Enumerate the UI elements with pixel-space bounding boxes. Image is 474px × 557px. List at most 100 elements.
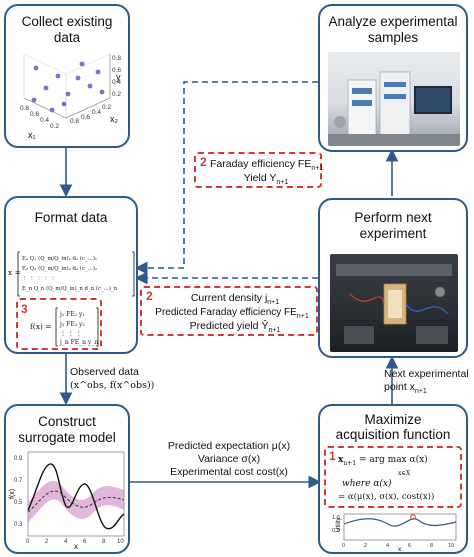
svg-text:0.3: 0.3	[14, 522, 23, 528]
predicted-expectation-label: Predicted expectation μ(x) Variance σ(x)…	[167, 440, 291, 478]
y-tick: 0.8	[112, 55, 121, 62]
svg-text:E₁ Q₁ (Q_m/Q_in)₁ d₁ (c_...)₁: E₁ Q₁ (Q_m/Q_in)₁ d₁ (c_...)₁	[22, 255, 97, 262]
acquisition-equation-line3: = α(μ(x), σ(x), cost(x))	[338, 492, 435, 502]
acquisition-equation-line1: xn+1 = arg max α(x)	[338, 455, 428, 467]
svg-text:x: x	[398, 546, 402, 552]
construct-title-line2: surrogate model	[18, 430, 116, 445]
acquisition-equation-line2: where α(x)	[342, 479, 392, 489]
collect-data-box: Collect existing data y 0.8 0.6 0.4 0.2	[4, 4, 130, 148]
analyze-title-line2: samples	[367, 30, 419, 45]
svg-text:8: 8	[430, 543, 433, 549]
svg-text:0.5: 0.5	[14, 500, 23, 506]
data-point	[65, 91, 71, 97]
data-point	[49, 107, 55, 113]
x2-tick: 0.4	[92, 109, 101, 116]
perform-experiment-box: Perform next experiment	[318, 198, 468, 358]
analyze-samples-box: Analyze experimental samples	[318, 4, 468, 152]
faraday-badge-2: 2	[200, 155, 207, 169]
surrogate-xlabel: x	[74, 542, 78, 551]
svg-text:10: 10	[117, 539, 124, 545]
svg-text:6: 6	[83, 539, 87, 545]
svg-text:0.9: 0.9	[14, 456, 23, 462]
axis-label-x2: x₂	[110, 114, 119, 124]
y-tick: 0.2	[112, 91, 121, 98]
uncertainty-band	[28, 480, 124, 522]
predicted-badge-2: 2	[146, 289, 153, 303]
electrochemical-setup-photo	[330, 254, 458, 352]
perform-title-line2: experiment	[359, 226, 427, 241]
svg-text:6: 6	[408, 543, 411, 549]
svg-text:j₁ FE₁ y₁: j₁ FE₁ y₁	[59, 311, 85, 318]
svg-text:E_n Q_n (Q_m/Q_in)_n d_n (c_..: E_n Q_n (Q_m/Q_in)_n d_n (c_...)_n	[22, 285, 118, 292]
data-point	[61, 101, 67, 107]
svg-text:⋮ ⋮ ⋮ ⋮ ⋮: ⋮ ⋮ ⋮ ⋮ ⋮	[22, 276, 56, 282]
utility-label: Utility	[336, 517, 342, 532]
svg-text:0: 0	[26, 539, 30, 545]
svg-text:f(x) =: f(x) =	[30, 322, 52, 331]
y-tick: 0.6	[112, 67, 121, 74]
mean-prediction-line	[27, 490, 125, 513]
maximize-badge-1: 1	[329, 449, 336, 463]
svg-text:E₂ Q₂ (Q_m/Q_in)₂ d₂ (c_...)₂: E₂ Q₂ (Q_m/Q_in)₂ d₂ (c_...)₂	[22, 265, 97, 272]
svg-text:0.7: 0.7	[14, 478, 23, 484]
surrogate-plot: f(x) x 0.9 0.7 0.5 0.3 0 2 4 6 8 10	[9, 451, 125, 551]
x2-tick: 0.2	[102, 104, 111, 111]
collect-title-line1: Collect existing	[21, 14, 113, 29]
svg-text:⋮ ⋮ ⋮: ⋮ ⋮ ⋮	[60, 330, 82, 337]
collect-title-line2: data	[53, 30, 81, 45]
construct-title-line1: Construct	[38, 414, 96, 429]
svg-text:x =: x =	[8, 268, 21, 277]
faraday-line1: Faraday efficiency FEn+1	[210, 158, 324, 173]
matrix-f: f(x) = j₁ FE₁ y₁ j₂ FE₂ y₂ ⋮ ⋮ ⋮ j_n FE_…	[30, 307, 99, 347]
faraday-yield-callout: 2 Faraday efficiency FEn+1 Yield Yn+1	[194, 152, 324, 188]
predicted-line1: Current density jn+1	[190, 292, 280, 307]
utility-max-marker	[410, 514, 416, 520]
format-data-box: Format data x = E₁ Q₁ (Q_m/Q_in)₁ d₁ (c_…	[4, 196, 138, 354]
construct-model-box: Construct surrogate model f(x) x 0.9 0.7…	[4, 404, 130, 554]
format-badge-3: 3	[21, 302, 28, 316]
predicted-line3: Predicted yield Ŷn+1	[189, 320, 281, 335]
svg-text:10: 10	[448, 543, 454, 549]
svg-text:4: 4	[386, 543, 389, 549]
analyze-title-line1: Analyze experimental	[328, 14, 458, 29]
data-point	[79, 61, 85, 67]
maximize-title-line1: Maximize	[364, 412, 422, 427]
svg-text:1.0: 1.0	[332, 515, 340, 521]
data-point	[31, 97, 37, 103]
data-point	[95, 69, 101, 75]
observed-data-label: Observed data (x^obs, f(x^obs))	[70, 366, 155, 391]
surrogate-ylabel: f(x)	[9, 489, 16, 499]
faraday-line2: Yield Yn+1	[243, 172, 289, 187]
svg-text:j₂ FE₂ y₂: j₂ FE₂ y₂	[59, 321, 85, 328]
lab-instrument-photo	[328, 52, 460, 146]
axis-label-y: y	[116, 72, 121, 82]
format-f-callout: 3 f(x) = j₁ FE₁ y₁ j₂ FE₂ y₂ ⋮ ⋮ ⋮ j_n F…	[16, 298, 102, 350]
x1-tick: 0.8	[20, 105, 29, 112]
x2-tick: 0.6	[81, 114, 90, 121]
x1-tick: 0.2	[50, 123, 59, 130]
predicted-line2: Predicted Faraday efficiency FEn+1	[155, 307, 309, 320]
data-point	[87, 83, 93, 89]
dashed-analyze-to-format	[134, 81, 318, 275]
svg-text:8: 8	[102, 539, 106, 545]
next-point-label: Next experimental point xn+1	[384, 368, 469, 396]
data-point	[33, 65, 39, 71]
acquisition-equation-callout: 1 xn+1 = arg max α(x) x∈X where α(x) = α…	[324, 446, 462, 508]
true-function-line	[27, 463, 125, 530]
data-point	[99, 89, 105, 95]
svg-text:2: 2	[364, 543, 367, 549]
scatter-3d-plot: y 0.8 0.6 0.4 0.2 0.8 0.6 0.4 0.2 x₂ 0.8…	[20, 53, 121, 140]
x1-tick: 0.6	[30, 111, 39, 118]
svg-text:j_n FE_n y_n: j_n FE_n y_n	[59, 339, 98, 346]
utility-plot: Utility 1.0 0.5 0 2 4 6 8 10 x	[332, 513, 457, 552]
data-point	[75, 75, 81, 81]
axis-label-x1: x₁	[28, 130, 36, 140]
perform-title-line1: Perform next	[354, 210, 432, 225]
maximize-acquisition-box: Maximize acquisition function 1 xn+1 = a…	[318, 404, 468, 554]
maximize-title-line2: acquisition function	[335, 427, 451, 442]
svg-text:4: 4	[64, 539, 68, 545]
utility-curve	[343, 518, 457, 527]
data-point	[55, 73, 61, 79]
x1-tick: 0.4	[40, 117, 49, 124]
